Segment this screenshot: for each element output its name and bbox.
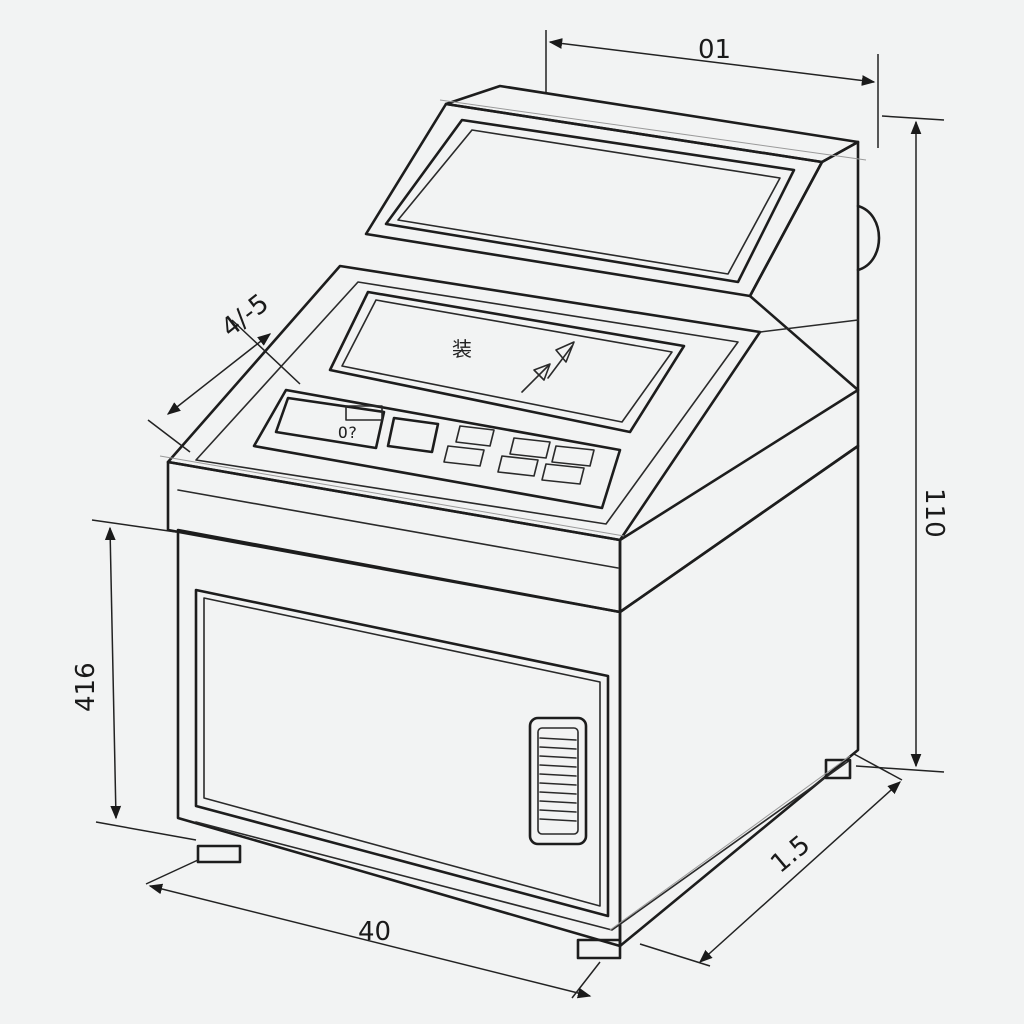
control-strip (252, 388, 622, 510)
dimension-right-height: 110 (855, 115, 949, 773)
dimension-depth-label: 1.5 (765, 830, 816, 880)
cabinet-door (194, 588, 610, 918)
dimension-front-width-label: 40 (358, 917, 391, 947)
status-readout-text: O? (338, 423, 357, 442)
dimension-front-width: 40 (145, 859, 601, 999)
dimension-depth: 1.5 (639, 753, 903, 967)
vent-grille (528, 716, 588, 846)
display-arrow-icon (521, 341, 575, 393)
control-button-large[interactable] (386, 416, 440, 454)
main-display (328, 290, 686, 434)
dimension-top-width-label: 01 (698, 35, 731, 65)
rear-housing-front (364, 102, 824, 298)
cabinet-side-face (618, 444, 860, 948)
counter-top-front (166, 460, 622, 614)
dimension-top-width: 01 (545, 30, 879, 148)
counter-top-side (618, 388, 860, 614)
status-readout (274, 396, 386, 450)
control-button-pink[interactable] (551, 445, 595, 467)
machine-unit: 装 O? (166, 84, 881, 960)
foot-back-right (824, 758, 852, 780)
display-glyph: 装 (452, 337, 472, 361)
control-button-bottom[interactable] (443, 445, 485, 467)
foot-front-right (576, 938, 622, 960)
rear-housing-side (748, 140, 860, 392)
dimension-panel-angle-label: 4/-5 (216, 288, 275, 343)
dimension-right-height-label: 110 (919, 488, 949, 538)
control-button-teal-2[interactable] (497, 455, 539, 477)
control-button-teal-1[interactable] (509, 437, 551, 459)
dimension-left-height: 416 (71, 519, 197, 841)
control-button-orange[interactable] (541, 463, 585, 485)
rear-screen (384, 118, 796, 284)
dimension-left-height-label: 416 (71, 662, 101, 712)
rear-cable (856, 204, 881, 272)
control-button-top[interactable] (455, 425, 495, 447)
foot-front-left (196, 844, 242, 864)
